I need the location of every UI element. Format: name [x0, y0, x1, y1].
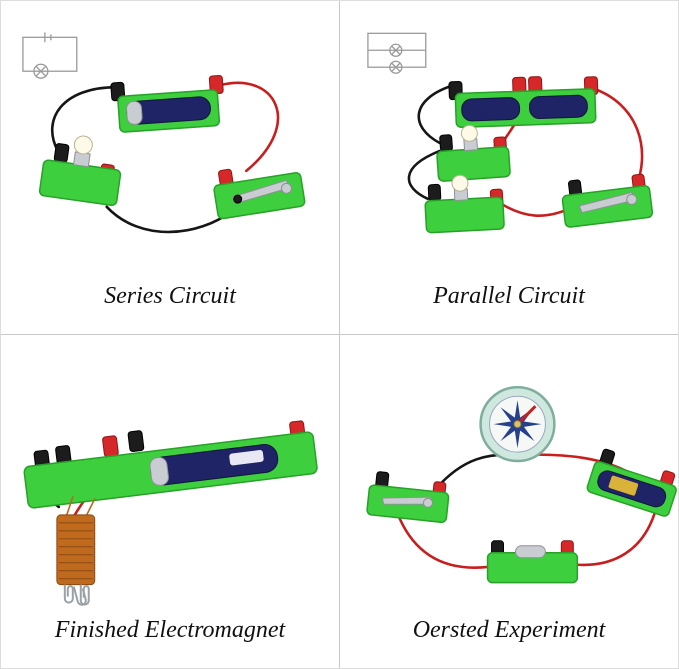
panel-finished-electromagnet: Finished Electromagnet: [1, 335, 339, 668]
compass: [479, 386, 556, 463]
panel-oersted-experiment: Oersted Experiment: [340, 335, 678, 668]
switch: [561, 173, 654, 228]
switch: [366, 471, 450, 524]
paperclips: [63, 584, 90, 606]
red-wire-3: [587, 85, 644, 191]
series-schematic-icon: [22, 32, 78, 79]
red-wire-bottom-right: [576, 503, 659, 567]
caption-oersted-experiment: Oersted Experiment: [412, 617, 606, 643]
oersted-photo: [340, 335, 678, 615]
bulb-holder: [38, 135, 122, 207]
parallel-schematic-icon: [367, 32, 427, 74]
caption-parallel-circuit: Parallel Circuit: [433, 283, 585, 309]
red-wire: [219, 81, 280, 173]
electromagnet-coil: [56, 496, 96, 586]
caption-finished-electromagnet: Finished Electromagnet: [54, 617, 286, 643]
electromagnet-illustration: [23, 420, 318, 606]
red-wire-2: [498, 201, 571, 217]
electromagnet-photo: [1, 335, 339, 615]
black-wire-bottom: [105, 205, 234, 234]
parallel-circuit-illustration: [367, 32, 654, 234]
switch: [213, 168, 306, 220]
black-wire-left: [51, 85, 118, 153]
black-wire-2: [407, 149, 442, 201]
battery-board: [23, 420, 318, 509]
black-wire-1: [417, 83, 455, 145]
battery-holder: [448, 76, 599, 129]
bulb-holder-2: [424, 174, 505, 234]
battery-label: [608, 475, 639, 496]
series-circuit-illustration: [22, 32, 306, 234]
battery-holder: [586, 448, 677, 517]
bulb-holder: [486, 540, 579, 584]
parallel-circuit-photo: [340, 1, 678, 281]
panel-parallel-circuit: Parallel Circuit: [340, 1, 678, 334]
oersted-illustration: [366, 386, 677, 584]
red-wire-bottom-left: [398, 517, 491, 569]
compass-needle: [516, 405, 537, 426]
bulb-holder-1: [436, 124, 511, 182]
series-circuit-photo: [1, 1, 339, 281]
panel-series-circuit: Series Circuit: [1, 1, 339, 334]
battery-holder: [110, 74, 224, 133]
caption-series-circuit: Series Circuit: [104, 283, 236, 309]
